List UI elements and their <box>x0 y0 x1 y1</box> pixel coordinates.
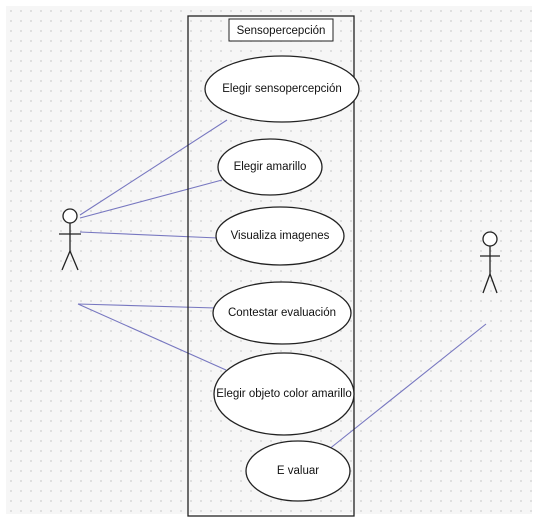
stick-figure-icon <box>59 208 81 271</box>
use-case-5[interactable]: Elegir objeto color amarillo <box>213 352 355 436</box>
use-case-ellipse[interactable] <box>217 138 323 196</box>
use-case-ellipse[interactable] <box>215 206 345 266</box>
association-line <box>79 231 219 239</box>
use-case-label: E valuar <box>277 465 319 477</box>
actor-left[interactable] <box>59 208 81 271</box>
use-case-ellipse[interactable] <box>245 440 351 502</box>
use-case-1[interactable]: Elegir sensopercepción <box>204 55 360 123</box>
use-case-ellipse[interactable] <box>213 352 355 436</box>
use-case-4[interactable]: Contestar evaluación <box>212 281 352 345</box>
use-case-ellipse[interactable] <box>204 55 360 123</box>
use-case-label: Visualiza imagenes <box>231 230 330 242</box>
use-case-label: Elegir amarillo <box>234 161 307 173</box>
actor-right[interactable] <box>480 231 500 294</box>
system-title-box <box>228 18 334 42</box>
system-title: Sensopercepción <box>237 25 326 37</box>
use-case-label: Elegir objeto color amarillo <box>216 388 352 400</box>
use-case-ellipse[interactable] <box>212 281 352 345</box>
association-line <box>79 119 228 216</box>
use-case-label: Contestar evaluación <box>228 307 336 319</box>
system-boundary <box>187 15 355 517</box>
association-line <box>77 303 227 371</box>
stick-figure-icon <box>480 231 500 294</box>
use-case-2[interactable]: Elegir amarillo <box>217 138 323 196</box>
association-line <box>77 303 217 309</box>
use-case-label: Elegir sensopercepción <box>222 83 342 95</box>
use-case-6[interactable]: E valuar <box>245 440 351 502</box>
use-case-3[interactable]: Visualiza imagenes <box>215 206 345 266</box>
association-line <box>79 179 223 219</box>
